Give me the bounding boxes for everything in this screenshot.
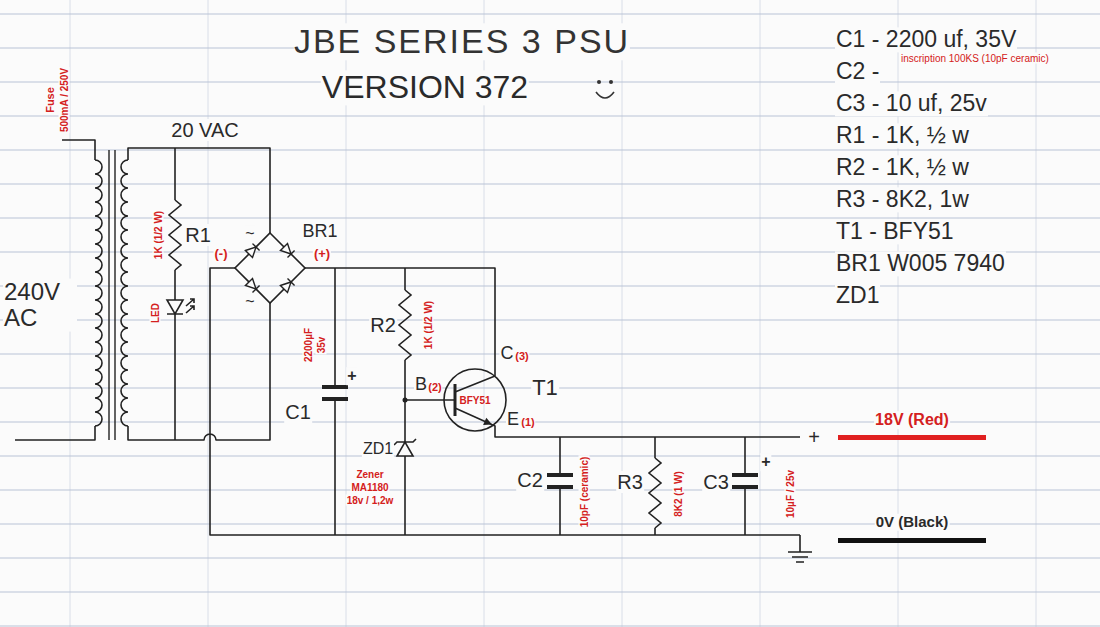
part-name: R3	[616, 471, 644, 493]
pin-number: (2)	[427, 381, 442, 393]
part-name: R2	[369, 314, 397, 336]
diagram-title: JBE SERIES 3 PSU	[294, 23, 630, 60]
component-value: 8K2 (1 W)	[673, 470, 684, 518]
smiley-doodle	[596, 92, 614, 98]
terminal-label: ~	[244, 225, 255, 243]
output-label: 18V (Red)	[874, 411, 950, 429]
emitter-arrow	[483, 418, 492, 425]
part-name: T1	[531, 376, 559, 400]
voltage-label: 240V AC	[3, 279, 77, 332]
capacitor-plate	[547, 473, 573, 477]
component-value: LED	[150, 302, 161, 324]
fuse-label: Fuse	[44, 86, 56, 114]
fuse-rating: 500mA / 250V	[59, 67, 70, 133]
terminal-label: ~	[244, 293, 255, 311]
transistor-circle: BFY51	[443, 368, 507, 432]
parts-list-item: C2 -	[835, 59, 880, 84]
parts-list-item: T1 - BFY51	[835, 219, 955, 244]
component-value: 1K (1/2 W)	[423, 300, 434, 350]
diode-symbol	[280, 243, 294, 257]
diode-symbol	[245, 278, 259, 292]
component-value: 35v	[316, 336, 327, 355]
component-value: 18v / 1,2w	[346, 495, 395, 506]
resistor-symbol	[399, 290, 411, 360]
transformer-core	[109, 150, 115, 440]
parts-list-item: R3 - 8K2, 1w	[835, 187, 970, 212]
diode-symbol	[245, 243, 259, 257]
output-label: 0V (Black)	[875, 514, 950, 531]
part-name: C2	[516, 469, 544, 491]
component-value: 10pF (ceramic)	[579, 456, 590, 529]
component-value: 1K (1/2 W)	[153, 210, 164, 260]
pin-number: (1)	[520, 416, 535, 428]
version-label: VERSION 372	[321, 70, 529, 105]
terminal-label: (+)	[313, 247, 331, 261]
polarity-mark: +	[760, 453, 771, 471]
polarity-mark: +	[807, 426, 821, 448]
pin-number: (3)	[514, 350, 529, 362]
pin-name: C	[500, 344, 515, 364]
zener-symbol	[394, 439, 416, 456]
part-name: ZD1	[362, 440, 394, 458]
parts-list-item: R2 - 1K, ½ w	[835, 155, 970, 180]
polarity-mark: +	[346, 367, 357, 385]
transistor-base	[454, 384, 457, 416]
output-lead-black	[838, 538, 986, 543]
voltage-label: 20 VAC	[170, 119, 239, 141]
diode-symbol	[280, 278, 294, 292]
part-name: C3	[702, 471, 730, 493]
wire	[15, 140, 800, 535]
parts-list-item: ZD1	[835, 283, 880, 308]
part-name: R1	[184, 224, 212, 246]
component-value: 10µF / 25v	[785, 469, 796, 519]
led-symbol	[167, 299, 194, 314]
resistor-symbol	[169, 200, 181, 270]
pin-name: B	[414, 375, 428, 395]
capacitor-plate	[732, 485, 758, 489]
component-value: 2200µF	[303, 327, 314, 363]
ruled-lines	[0, 14, 1100, 626]
capacitor-plate	[732, 473, 758, 477]
pin-name: E	[506, 410, 520, 430]
part-name: BR1	[301, 222, 338, 242]
parts-list-item: R1 - 1K, ½ w	[835, 123, 970, 148]
capacitor-plate	[322, 385, 348, 389]
parts-list-note: inscription 100KS (10pF ceramic)	[900, 53, 1050, 64]
resistor-symbol	[649, 458, 661, 528]
transformer-primary	[95, 160, 102, 426]
ground-symbol	[788, 535, 812, 562]
transistor-outline	[444, 369, 506, 431]
part-name: C1	[284, 401, 312, 423]
smiley-doodle	[609, 80, 613, 84]
junction-dot	[403, 398, 408, 403]
component-value: MA1180	[350, 482, 389, 493]
output-lead-red	[838, 435, 986, 440]
parts-list-item: BR1 W005 7940	[835, 251, 1006, 276]
smiley-doodle	[597, 80, 601, 84]
ruled-lines	[70, 0, 1036, 627]
transformer-secondary	[121, 160, 128, 426]
terminal-label: (-)	[214, 247, 229, 261]
parts-list-item: C3 - 10 uf, 25v	[835, 91, 988, 116]
capacitor-plate	[547, 485, 573, 489]
component-value: Zener	[355, 469, 384, 480]
parts-list-item: C1 - 2200 uf, 35V	[835, 27, 1017, 52]
part-number: BFY51	[459, 395, 490, 406]
capacitor-plate	[322, 397, 348, 401]
